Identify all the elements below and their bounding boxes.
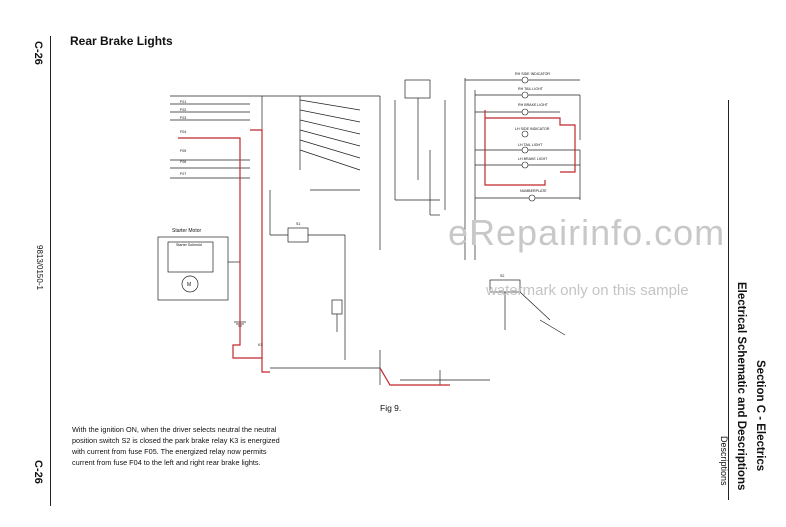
description-paragraph: With the ignition ON, when the driver se… — [72, 425, 280, 467]
fuse-label-f02: F02 — [180, 108, 186, 112]
starter-motor-label: Starter Motor — [172, 228, 202, 234]
black-wires — [157, 78, 581, 385]
starter-solenoid-label: Starter Solenoid — [176, 243, 202, 247]
watermark-main: eRepairinfo.com — [448, 212, 726, 253]
lamp-label-lh-tail: LH TAIL LIGHT — [518, 143, 543, 147]
lamp-label-lh-indicator: LH SIDE INDICATOR — [515, 127, 550, 131]
lamp-label-rh-indicator: RH SIDE INDICATOR — [515, 72, 550, 76]
switch-label-s1: S1 — [296, 222, 300, 226]
brake-light-circuit-highlight — [178, 110, 576, 386]
page-title: Rear Brake Lights — [70, 34, 173, 48]
fuse-label-f07: F07 — [180, 172, 186, 176]
lamp-label-lh-brake: LH BRAKE LIGHT — [518, 157, 548, 161]
fuse-label-f06: F06 — [180, 160, 186, 164]
lamp-label-numberplate: NUMBERPLATE — [520, 189, 547, 193]
fuse-label-f01: F01 — [180, 100, 186, 104]
schematic-labels: F01 F02 F03 F04 F05 F06 F07 RH SIDE INDI… — [172, 72, 550, 347]
fuse-label-f04: F04 — [180, 130, 186, 134]
watermark-sub: watermark only on this sample — [486, 282, 689, 299]
motor-symbol: M — [187, 282, 191, 288]
left-margin-rule — [50, 36, 51, 506]
lamp-symbols — [521, 76, 536, 202]
lamp-label-rh-brake: RH BRAKE LIGHT — [518, 103, 549, 107]
switch-label-s2: S2 — [500, 274, 504, 278]
fuse-label-f05: F05 — [180, 149, 186, 153]
relay-label-k3: K3 — [258, 343, 262, 347]
fuse-label-f03: F03 — [180, 116, 186, 120]
figure-label: Fig 9. — [380, 403, 402, 413]
lamp-label-rh-tail: RH TAIL LIGHT — [518, 87, 544, 91]
right-margin-rule — [728, 100, 729, 500]
